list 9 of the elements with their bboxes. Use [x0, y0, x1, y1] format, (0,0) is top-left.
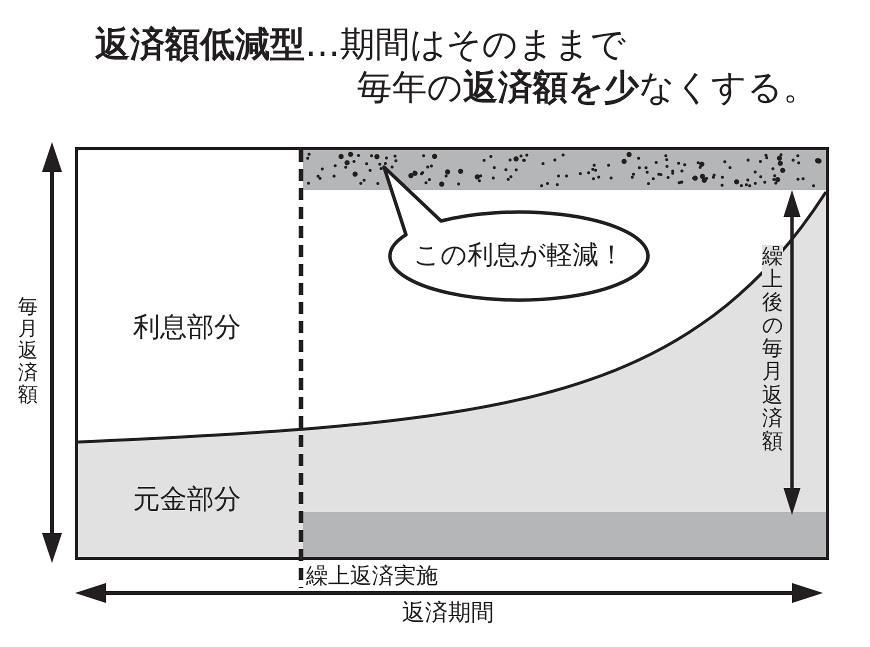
axis-label: 毎月返済額 [18, 295, 38, 405]
axis-label: 返済期間 [402, 600, 494, 628]
region-label: 利息部分 [133, 312, 241, 344]
region-label: 元金部分 [133, 484, 241, 516]
title: 返済額低減型…期間はそのままで毎年の返済額を少なくする。 [95, 24, 819, 110]
dimension-label: 繰上後の毎月返済額 [762, 245, 783, 453]
marker-label: 繰上返済実施 [306, 564, 438, 590]
bubble-text: この利息が軽減！ [414, 240, 624, 272]
speech-bubble [380, 163, 652, 303]
